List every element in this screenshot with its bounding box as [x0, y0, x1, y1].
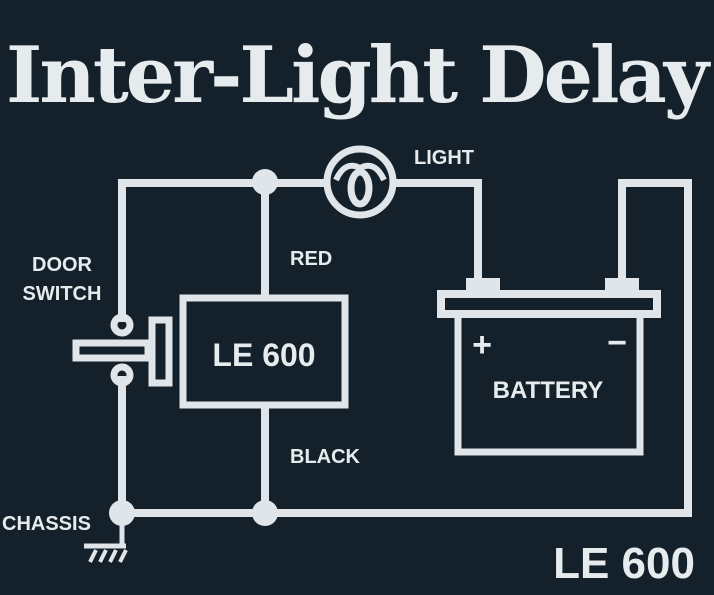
junction-node [109, 500, 135, 526]
red-wire-label: RED [290, 248, 332, 270]
wire-chassis-to-battery-minus [122, 179, 692, 517]
black-wire-label: BLACK [290, 446, 361, 468]
battery-label: BATTERY [493, 377, 604, 404]
junction-node [252, 169, 278, 195]
battery-plus-sign: + [472, 326, 492, 364]
le600-module-box [179, 294, 349, 409]
door-label: DOOR [32, 254, 93, 276]
wire-light-to-battery-plus [393, 179, 482, 282]
door-switch-icon [72, 313, 173, 387]
model-number: LE 600 [553, 539, 695, 588]
module-label: LE 600 [212, 337, 315, 373]
junction-node [252, 500, 278, 526]
battery-icon [437, 278, 661, 456]
switch-label: SWITCH [23, 283, 102, 305]
wires [118, 179, 692, 545]
battery-minus-sign: − [607, 324, 627, 362]
light-bulb-icon [323, 145, 397, 219]
title: Inter-Light Delay [6, 30, 712, 121]
light-label: LIGHT [414, 147, 474, 169]
ground-icon [84, 543, 128, 563]
chassis-label: CHASSIS [2, 513, 91, 535]
